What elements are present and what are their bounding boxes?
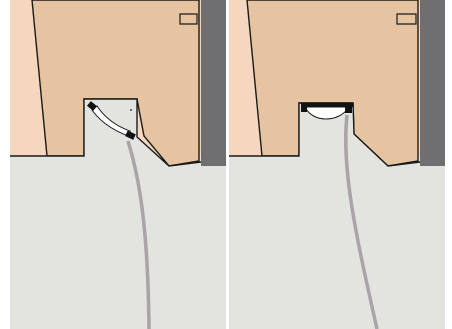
dark-wall <box>420 0 445 166</box>
connector-tip-left <box>301 106 307 112</box>
device-tab <box>397 14 416 24</box>
detail-dot <box>130 109 132 111</box>
panel-right-svg <box>229 0 445 329</box>
panel-left-svg <box>10 0 226 329</box>
dark-wall <box>201 0 226 166</box>
device-tab <box>180 14 197 24</box>
panel-left-angled-cable <box>10 0 226 329</box>
connector-tip-right <box>345 106 352 113</box>
panel-right-seated-cable <box>229 0 445 329</box>
